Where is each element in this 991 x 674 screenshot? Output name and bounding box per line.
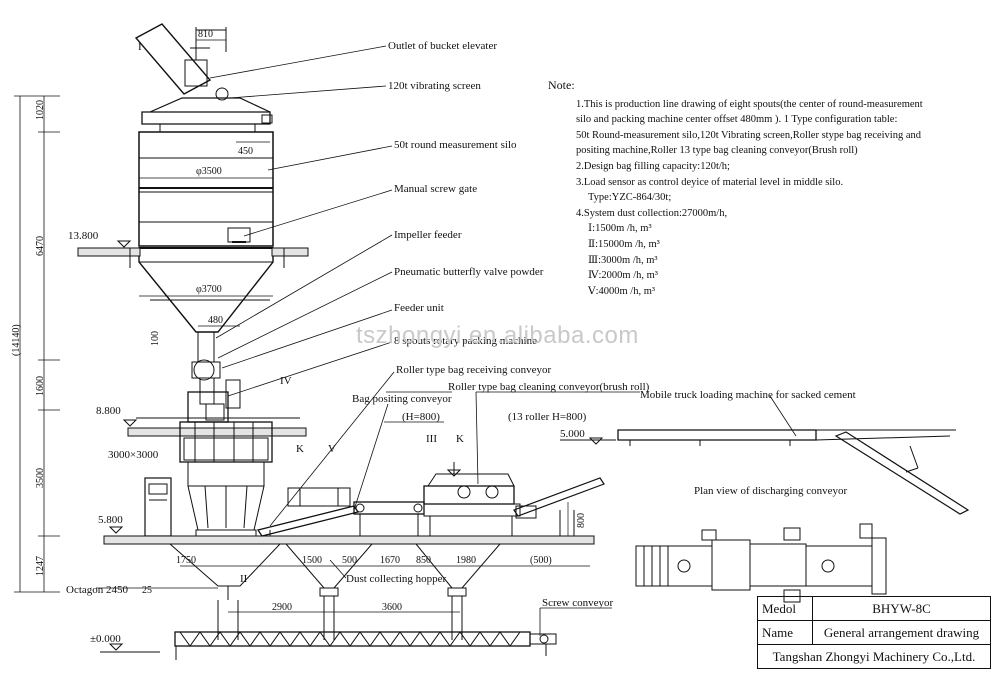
label-screw-conveyor: Screw conveyor xyxy=(542,597,614,609)
dim-480: 480 xyxy=(208,315,223,326)
dim-6470: 6470 xyxy=(35,236,46,256)
note-line: Ⅳ:2000m /h, m³ xyxy=(588,270,658,282)
horizontal-dimensions xyxy=(96,39,590,613)
vertical-dimensions xyxy=(14,95,60,593)
level-0000: ±0.000 xyxy=(90,633,121,645)
dim-14140: (14140) xyxy=(11,324,22,356)
level-13800: 13.800 xyxy=(68,230,99,242)
control-cabinet xyxy=(144,477,172,537)
note-line: 2.Design bag filling capacity:120t/h; xyxy=(576,160,730,172)
dim-1750: 1750 xyxy=(176,555,196,566)
name-value: General arrangement drawing xyxy=(823,625,980,640)
label-impeller-feeder: Impeller feeder xyxy=(394,229,462,241)
label-bag-positing: Bag positing conveyor xyxy=(352,393,452,405)
company-name: Tangshan Zhongyi Machinery Co.,Ltd. xyxy=(772,649,976,664)
label-mobile-truck: Mobile truck loading machine for sacked … xyxy=(640,389,856,401)
leader-lines xyxy=(209,45,797,636)
label-13-roller: (13 roller H=800) xyxy=(508,411,587,423)
note-line: 1.This is production line drawing of eig… xyxy=(576,98,923,110)
note-line: 3.Load sensor as control deyice of mater… xyxy=(576,176,844,188)
note-line: Type:YZC-864/30t; xyxy=(588,192,672,204)
note-line: 4.System dust collection:27000m/h, xyxy=(576,207,728,219)
dim-500b: (500) xyxy=(530,555,552,566)
watermark: tszhongyi.en.alibaba.com xyxy=(356,322,639,349)
note-line: Ⅴ:4000m /h, m³ xyxy=(588,285,656,297)
label-packing-machine: 8 spouts rotary packing machine xyxy=(394,335,537,347)
rotary-packing-machine xyxy=(179,379,273,539)
marker-K2: K xyxy=(456,433,464,445)
dim-1500: 1500 xyxy=(302,555,322,566)
dim-810: 810 xyxy=(198,29,213,40)
marker-IV: IV xyxy=(280,375,292,387)
dim-1600: 1600 xyxy=(35,376,46,396)
label-plan-view: Plan view of discharging conveyor xyxy=(694,485,847,497)
label-dust-hopper: Dust collecting hopper xyxy=(346,573,447,585)
dim-100: 100 xyxy=(150,331,161,346)
dim-800: 800 xyxy=(576,513,587,528)
label-butterfly-valve: Pneumatic butterfly valve powder xyxy=(394,266,544,278)
dim-1980: 1980 xyxy=(456,555,476,566)
label-3000x3000: 3000×3000 xyxy=(108,449,159,461)
marker-K1: K xyxy=(296,443,304,455)
title-row-name: Name General arrangement drawing xyxy=(758,621,990,645)
bag-cleaning-conveyor xyxy=(423,462,521,536)
dim-3600: 3600 xyxy=(382,602,402,613)
note-line: Ⅲ:3000m /h, m³ xyxy=(588,254,658,266)
title-row-model: Medol BHYW-8C xyxy=(758,597,990,621)
name-label: Name xyxy=(758,621,813,644)
label-measurement-silo: 50t round measurement silo xyxy=(394,139,517,151)
level-5000: 5.000 xyxy=(560,428,585,440)
level-5800: 5.800 xyxy=(98,514,123,526)
packing-floor-8800 xyxy=(122,417,307,437)
dim-3500b: 3500 xyxy=(35,468,46,488)
model-label: Medol xyxy=(758,597,813,620)
label-screw-gate: Manual screw gate xyxy=(394,183,477,195)
bag-receiving-conveyor xyxy=(256,487,360,537)
note-line: 50t Round-measurement silo,120t Vibratin… xyxy=(576,129,922,141)
title-row-company: Tangshan Zhongyi Machinery Co.,Ltd. xyxy=(758,645,990,668)
label-feeder-unit: Feeder unit xyxy=(394,302,444,314)
label-roller-receiving: Roller type bag receiving conveyor xyxy=(396,364,552,376)
notes-title: Note: xyxy=(548,78,575,92)
screw-conveyor xyxy=(100,631,557,660)
marker-II: II xyxy=(240,573,248,585)
vibrating-screen xyxy=(141,87,273,132)
title-block: Medol BHYW-8C Name General arrangement d… xyxy=(757,596,991,669)
label-bag-positing-h: (H=800) xyxy=(402,411,440,423)
dim-25: 25 xyxy=(142,585,152,596)
platform-13800 xyxy=(77,240,309,268)
plan-view-discharging xyxy=(635,523,887,603)
marker-I: I xyxy=(138,41,142,53)
note-line: positing machine,Roller 13 type bag clea… xyxy=(576,145,858,157)
model-value: BHYW-8C xyxy=(872,601,931,616)
dim-450: 450 xyxy=(238,146,253,157)
label-vibrating-screen: 120t vibrating screen xyxy=(388,80,481,92)
dim-1670: 1670 xyxy=(380,555,400,566)
truck-loading-machine xyxy=(560,429,970,515)
floor-5800 xyxy=(103,526,595,640)
label-roller-cleaning: Roller type bag cleaning conveyor(brush … xyxy=(448,381,650,393)
label-outlet-bucket: Outlet of bucket elevater xyxy=(388,40,497,52)
dim-500: 500 xyxy=(342,555,357,566)
bag-positing-conveyor xyxy=(353,501,425,536)
level-8800: 8.800 xyxy=(96,405,121,417)
note-line: Ⅱ:15000m /h, m³ xyxy=(588,238,660,250)
marker-V: V xyxy=(328,443,336,455)
dim-1020: 1020 xyxy=(35,100,46,120)
discharge-conveyor xyxy=(513,477,605,536)
note-line: Ⅰ:1500m /h, m³ xyxy=(588,223,652,235)
dim-2900: 2900 xyxy=(272,602,292,613)
bucket-elevator-outlet xyxy=(134,23,227,95)
dim-850: 850 xyxy=(416,555,431,566)
dim-3500a: φ3500 xyxy=(196,166,222,177)
note-line: silo and packing machine center offset 4… xyxy=(576,114,898,126)
marker-III: III xyxy=(426,433,437,445)
dim-3700: φ3700 xyxy=(196,284,222,295)
notes-block: Note: 1.This is production line drawing … xyxy=(548,78,928,299)
label-octagon: Octagon 2450 xyxy=(66,584,129,596)
dim-1247: 1247 xyxy=(35,556,46,576)
